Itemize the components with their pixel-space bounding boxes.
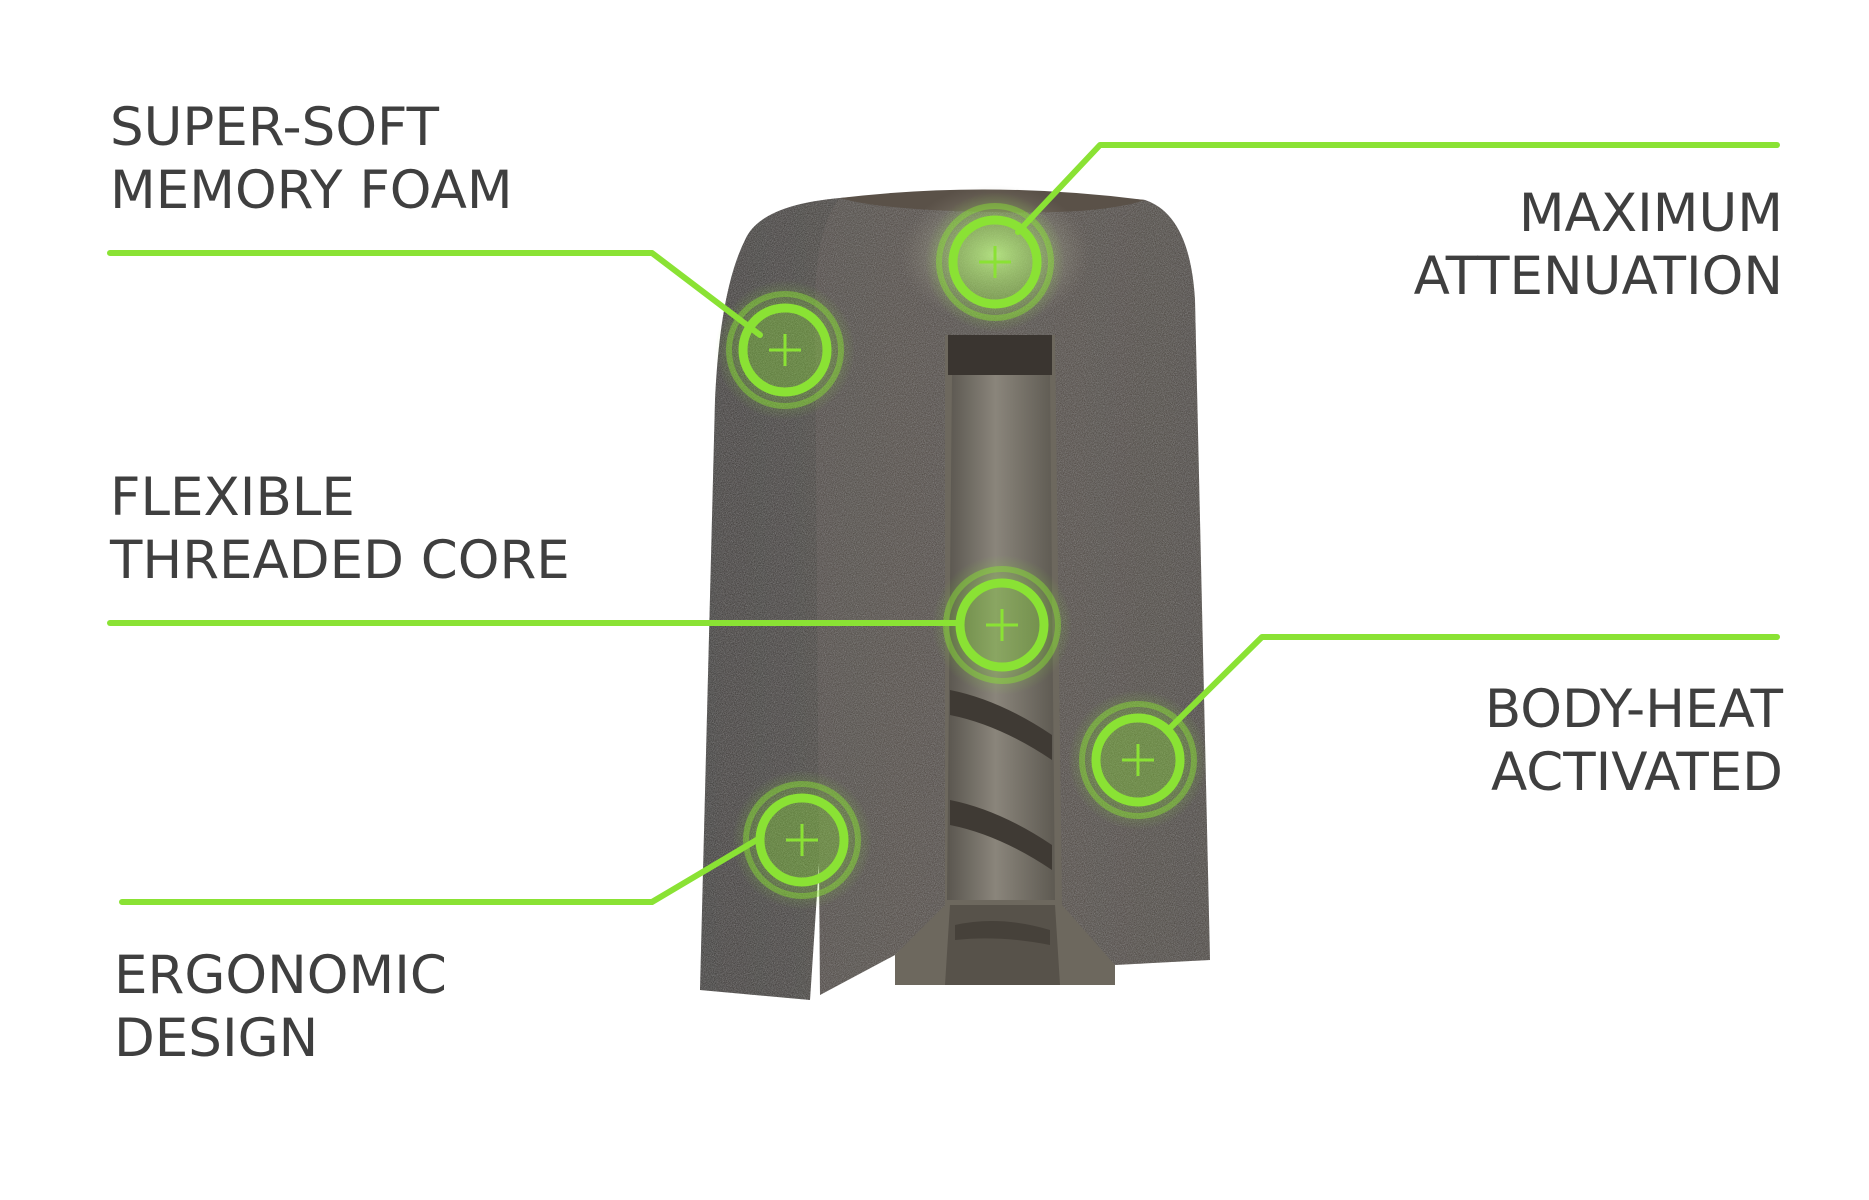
- label-threaded-core-line-2: THREADED CORE: [110, 530, 570, 591]
- label-threaded-core-line-1: FLEXIBLE: [110, 467, 355, 528]
- plus-icon: [979, 246, 1011, 278]
- label-memory-foam: SUPER-SOFT MEMORY FOAM: [110, 96, 513, 222]
- plus-icon: [986, 609, 1018, 641]
- hotspot-memory-foam[interactable]: [715, 280, 855, 420]
- hotspot-ergonomic[interactable]: [732, 770, 872, 910]
- callout-line-max-attenuation: [1015, 142, 1780, 235]
- callout-lines: [107, 142, 1780, 905]
- hotspot-max-attenuation[interactable]: [925, 192, 1065, 332]
- label-max-attenuation-line-2: ATTENUATION: [1413, 246, 1783, 307]
- plus-icon: [786, 824, 818, 856]
- label-max-attenuation: MAXIMUM ATTENUATION: [1414, 182, 1783, 308]
- label-threaded-core: FLEXIBLE THREADED CORE: [110, 466, 570, 592]
- label-memory-foam-line-1: SUPER-SOFT: [110, 97, 439, 158]
- plus-icon: [1122, 744, 1154, 776]
- label-ergonomic-line-2: DESIGN: [114, 1008, 319, 1069]
- label-max-attenuation-line-1: MAXIMUM: [1518, 183, 1783, 244]
- callout-line-body-heat: [1167, 634, 1780, 731]
- callout-line-ergonomic: [119, 835, 763, 905]
- label-memory-foam-line-2: MEMORY FOAM: [110, 160, 513, 221]
- label-ergonomic-line-1: ERGONOMIC: [114, 945, 447, 1006]
- hotspot-threaded-core[interactable]: [932, 555, 1072, 695]
- hotspot-body-heat[interactable]: [1068, 690, 1208, 830]
- plus-icon: [769, 334, 801, 366]
- label-body-heat-line-2: ACTIVATED: [1490, 742, 1783, 803]
- label-ergonomic: ERGONOMIC DESIGN: [114, 944, 447, 1070]
- callout-line-memory-foam: [107, 250, 763, 338]
- label-body-heat-line-1: BODY-HEAT: [1484, 679, 1783, 740]
- label-body-heat: BODY-HEAT ACTIVATED: [1485, 678, 1783, 804]
